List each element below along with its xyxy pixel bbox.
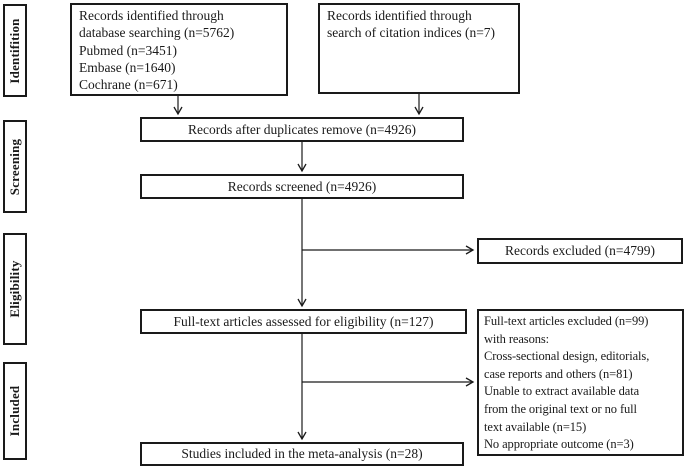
stage-label-identification: Identifition	[3, 4, 27, 97]
box-fulltext-assessed: Full-text articles assessed for eligibil…	[140, 309, 467, 334]
box-fulltext-excluded-line: No appropriate outcome (n=3)	[484, 437, 634, 452]
stage-label-eligibility: Eligibility	[3, 233, 27, 345]
box-fulltext-excluded-line: Cross-sectional design, editorials,	[484, 349, 650, 364]
box-duplicates-removed: Records after duplicates remove (n=4926)	[140, 117, 464, 142]
box-studies-included-text: Studies included in the meta-analysis (n…	[181, 446, 423, 461]
box-fulltext-excluded-line: case reports and others (n=81)	[484, 366, 633, 381]
box-records-database-search-line: Records identified through	[79, 8, 224, 23]
box-duplicates-removed-text: Records after duplicates remove (n=4926)	[187, 121, 417, 137]
box-records-screened-text: Records screened (n=4926)	[227, 178, 377, 194]
box-records-citation-search-line: search of citation indices (n=7)	[327, 25, 496, 41]
box-fulltext-excluded-line: text available (n=15)	[484, 419, 587, 434]
stage-label-identification-text: Identifition	[7, 17, 22, 84]
stage-label-eligibility-text: Eligibility	[7, 260, 22, 318]
box-fulltext-excluded-reasons: Full-text articles excluded (n=99) with …	[477, 309, 684, 456]
box-fulltext-assessed-text: Full-text articles assessed for eligibil…	[173, 313, 434, 329]
box-records-database-search-line: Embase (n=1640)	[79, 59, 176, 75]
stage-label-screening: Screening	[3, 120, 27, 213]
stage-label-screening-text: Screening	[7, 138, 22, 195]
box-fulltext-excluded-line: with reasons:	[484, 331, 550, 346]
box-fulltext-excluded-line: Full-text articles excluded (n=99)	[484, 314, 649, 328]
box-records-citation-search-line: Records identified through	[327, 8, 472, 23]
box-records-database-search-line: Cochrane (n=671)	[79, 77, 178, 93]
box-records-screened: Records screened (n=4926)	[140, 174, 464, 199]
stage-label-included: Included	[3, 362, 27, 460]
box-records-excluded: Records excluded (n=4799)	[477, 238, 683, 264]
stage-label-included-text: Included	[7, 385, 22, 437]
box-records-excluded-text: Records excluded (n=4799)	[504, 243, 656, 258]
box-records-citation-search: Records identified through search of cit…	[318, 3, 520, 94]
box-studies-included: Studies included in the meta-analysis (n…	[140, 442, 464, 466]
box-records-database-search-line: database searching (n=5762)	[79, 25, 235, 41]
box-records-database-search-line: Pubmed (n=3451)	[79, 42, 177, 58]
box-records-database-search: Records identified through database sear…	[70, 3, 288, 96]
box-fulltext-excluded-line: from the original text or no full	[484, 401, 637, 416]
box-fulltext-excluded-line: Unable to extract available data	[484, 384, 640, 399]
